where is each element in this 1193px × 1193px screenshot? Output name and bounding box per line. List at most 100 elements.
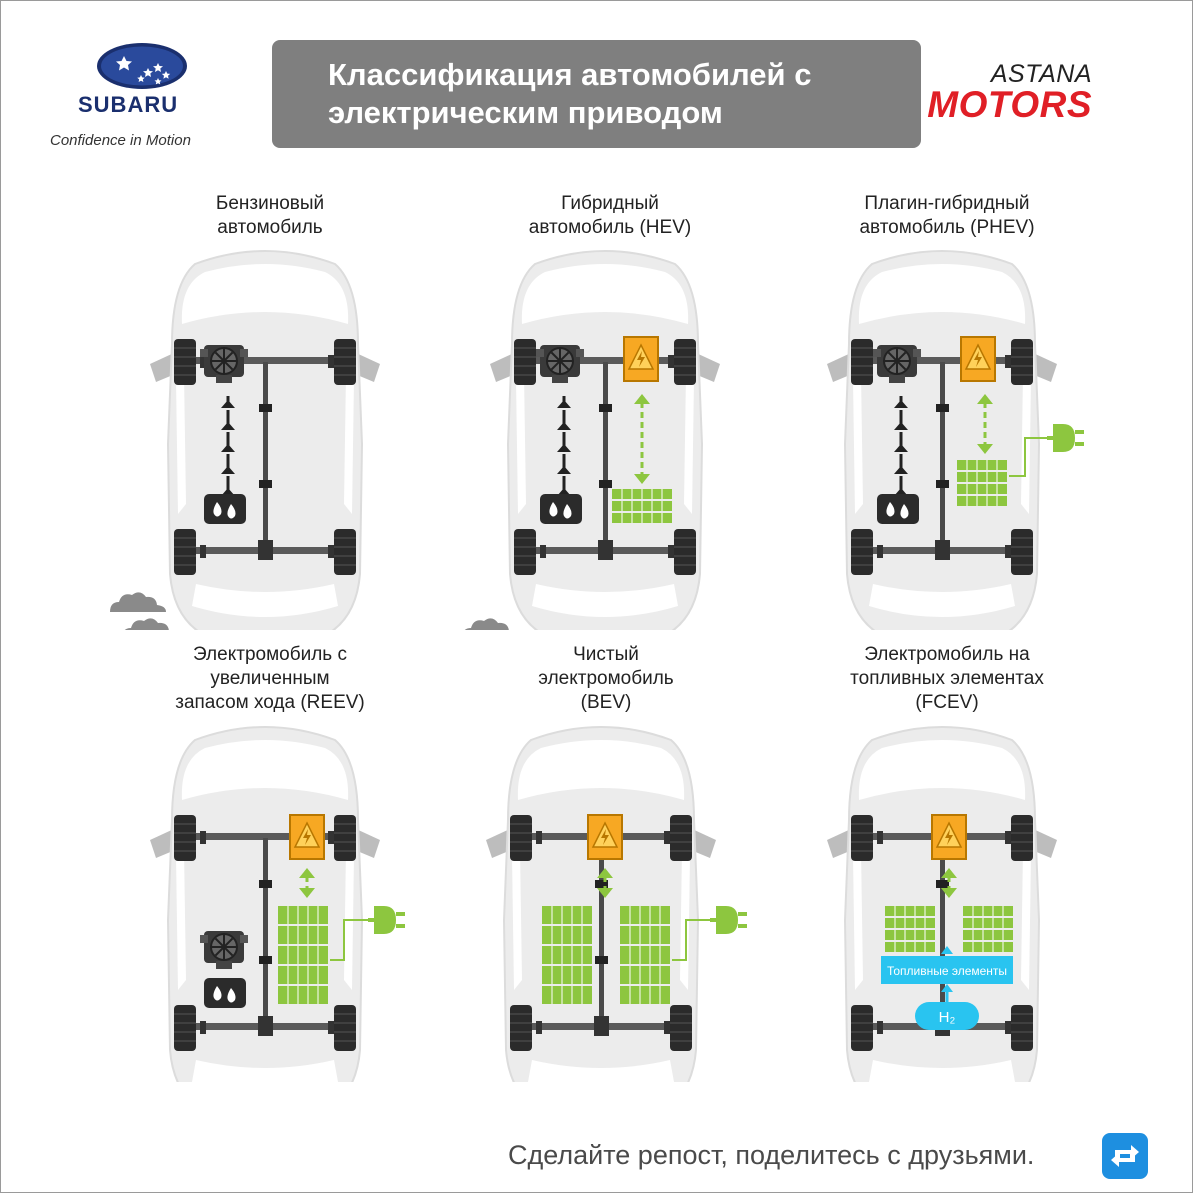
hydrogen-tank-icon [915, 1002, 979, 1030]
axle-joint [877, 545, 883, 558]
fuel-cell-arrow [941, 946, 953, 954]
axle-joint [328, 831, 334, 844]
drive-shaft [263, 838, 268, 1030]
fan-blade [550, 351, 561, 362]
energy-flow-arrow-up [597, 868, 613, 878]
battery-row [957, 496, 1007, 506]
hydrogen-arrow [941, 984, 953, 992]
charge-cable [1009, 437, 1047, 477]
battery-row [957, 484, 1007, 494]
axle-joint [877, 1021, 883, 1034]
car-group [464, 250, 720, 630]
wheel [1011, 339, 1033, 385]
title-banner: Классификация автомобилей с электрически… [272, 40, 921, 148]
battery-icon-right [620, 906, 670, 1004]
fuel-flow-arrow [894, 400, 908, 408]
electric-motor-icon [289, 814, 325, 860]
axle-joint [536, 1021, 542, 1034]
electric-motor-icon [931, 814, 967, 860]
car-diagram [486, 726, 747, 1082]
fan-blade [896, 351, 907, 362]
fan-blade [223, 937, 234, 948]
wheel [334, 339, 356, 385]
side-window-right [344, 374, 354, 514]
battery-row [620, 966, 670, 984]
wheel [174, 529, 196, 575]
battery-icon [278, 906, 328, 1004]
axle-joint [200, 1021, 206, 1034]
battery-row [278, 946, 328, 964]
electric-motor-icon [623, 336, 659, 382]
wheel [1011, 529, 1033, 575]
battery-row [963, 918, 1013, 928]
rear-window [869, 1060, 1015, 1082]
car-diagram [827, 250, 1084, 630]
bolt [601, 829, 609, 845]
drive-shaft [940, 838, 945, 1030]
battery-row [542, 966, 592, 984]
battery-row [885, 942, 935, 952]
axle-joint [200, 355, 206, 368]
side-window-left [176, 850, 186, 990]
plug-pin [1075, 430, 1084, 434]
engine-part [216, 961, 232, 969]
engine-part [536, 349, 544, 357]
fuel-tank-icon [540, 494, 582, 524]
engine-part [913, 349, 921, 357]
fan-blade [214, 946, 225, 957]
axle-joint [536, 831, 542, 844]
rear-window [528, 1060, 674, 1082]
car-diagram [110, 250, 380, 630]
wheel [510, 1005, 532, 1051]
rear-window [869, 584, 1015, 617]
battery-icon [612, 489, 672, 523]
car-diagram [464, 250, 720, 630]
differential [598, 540, 613, 560]
front-axle [869, 357, 1015, 364]
electric-motor-icon [587, 814, 623, 860]
engine-icon [536, 345, 584, 383]
wheel [851, 339, 873, 385]
car-group [486, 726, 747, 1082]
fan-blade [550, 360, 561, 371]
fuel-flow-arrow [894, 444, 908, 452]
fuel-cell-label: Топливные элементы [887, 964, 1007, 978]
subaru-wordmark: SUBARU [78, 92, 179, 117]
battery-row [542, 986, 592, 1004]
fuel-flow-arrow [221, 444, 235, 452]
drop [227, 988, 236, 1003]
shaft-joint [599, 480, 612, 488]
axle-joint [877, 831, 883, 844]
energy-flow-arrow-down [597, 888, 613, 898]
drop [886, 502, 895, 517]
plug-body [716, 906, 738, 934]
repost-icon[interactable] [1101, 1132, 1149, 1180]
battery-row [620, 946, 670, 964]
drive-shaft [599, 838, 604, 1030]
car-cell-bev: Чистый электромобиль (BEV) [436, 642, 776, 1092]
bolt [945, 829, 953, 845]
plug-pin [738, 924, 747, 928]
wheel [1011, 815, 1033, 861]
battery-row [542, 926, 592, 944]
engine-part [889, 375, 905, 383]
energy-flow-arrow-down [977, 444, 993, 454]
engine-part [200, 935, 208, 943]
wheel [514, 339, 536, 385]
fuel-flow-arrow [894, 466, 908, 474]
axle-joint [328, 545, 334, 558]
axle-joint [200, 831, 206, 844]
subaru-logo: SUBARU Confidence in Motion [50, 36, 250, 156]
car-cell-petrol: Бензиновый автомобиль [100, 190, 440, 640]
wheel [334, 1005, 356, 1051]
bolt [974, 351, 982, 367]
drop [213, 502, 222, 517]
wheel [670, 1005, 692, 1051]
fan-blade [214, 351, 225, 362]
hydrogen-label: H₂ [939, 1009, 956, 1026]
battery-row [278, 966, 328, 984]
battery-icon-right [963, 906, 1013, 952]
rear-window [192, 1060, 338, 1082]
battery-row [620, 926, 670, 944]
side-window-left [853, 850, 863, 990]
